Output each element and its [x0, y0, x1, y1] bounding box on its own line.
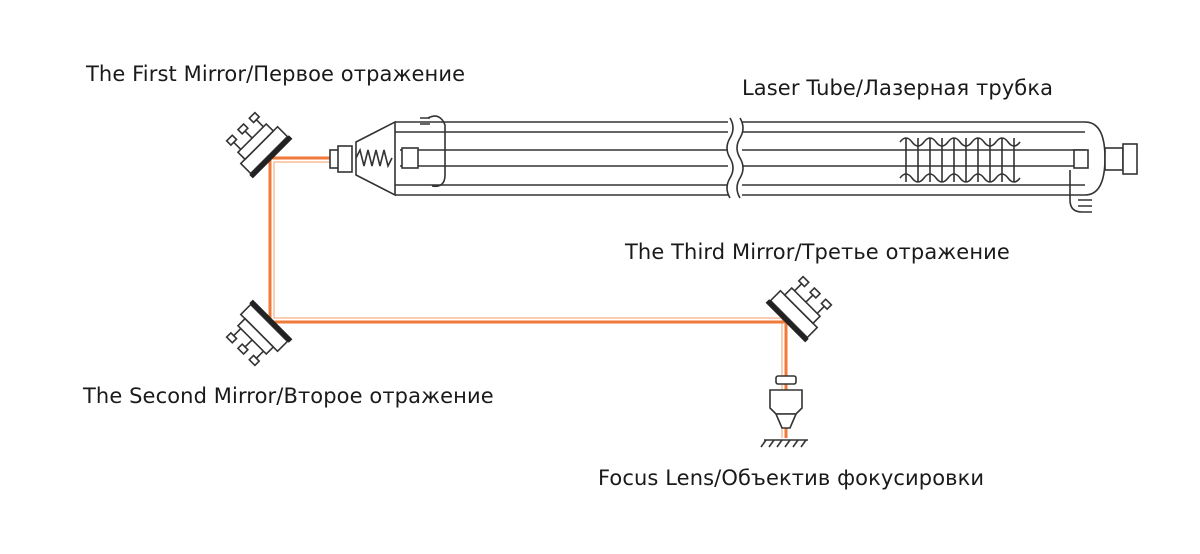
second-mirror [225, 299, 293, 367]
first-mirror-label: The First Mirror/Первое отражение [86, 62, 466, 86]
third-mirror [765, 275, 833, 343]
beam-segment-glow [273, 161, 783, 438]
laser-tube-label: Laser Tube/Лазерная трубка [742, 76, 1054, 100]
focus-lens-label: Focus Lens/Объектив фокусировки [598, 466, 985, 490]
first-mirror [225, 111, 293, 179]
focus-lens [760, 375, 808, 448]
second-mirror-label: The Second Mirror/Второе отражение [83, 384, 494, 408]
third-mirror-label: The Third Mirror/Третье отражение [625, 240, 1010, 264]
laser-tube [329, 115, 1138, 213]
